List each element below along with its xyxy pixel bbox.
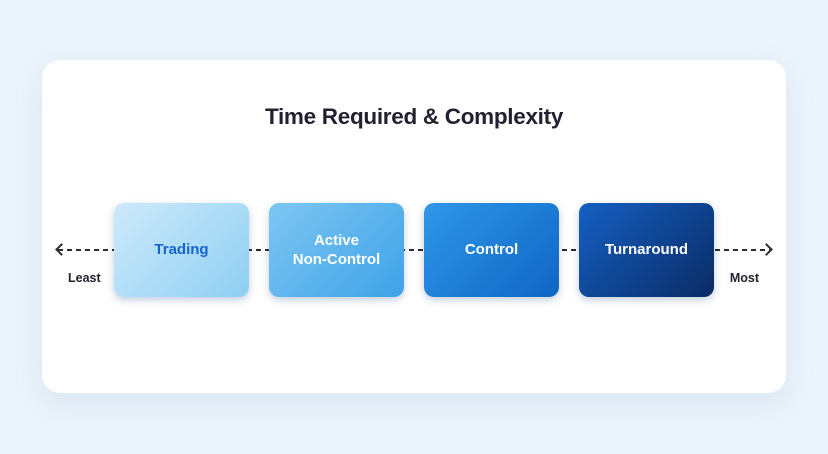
diagram-card: Time Required & Complexity Trading Activ… [42, 60, 786, 393]
stage-box-control: Control [424, 203, 559, 297]
stage-box-active-non-control: Active Non-Control [269, 203, 404, 297]
stage-label: Active Non-Control [292, 231, 381, 269]
stage-label: Control [464, 241, 519, 259]
axis-label-least: Least [68, 271, 101, 285]
stage-box-turnaround: Turnaround [579, 203, 714, 297]
complexity-axis-line [58, 249, 770, 251]
stage-label: Turnaround [604, 241, 689, 259]
axis-label-most: Most [729, 271, 759, 285]
page-title: Time Required & Complexity [264, 104, 564, 129]
stage-row: Trading Active Non-Control Control Turna… [42, 203, 786, 297]
stage-label: Trading [154, 241, 209, 259]
stage-box-trading: Trading [114, 203, 249, 297]
